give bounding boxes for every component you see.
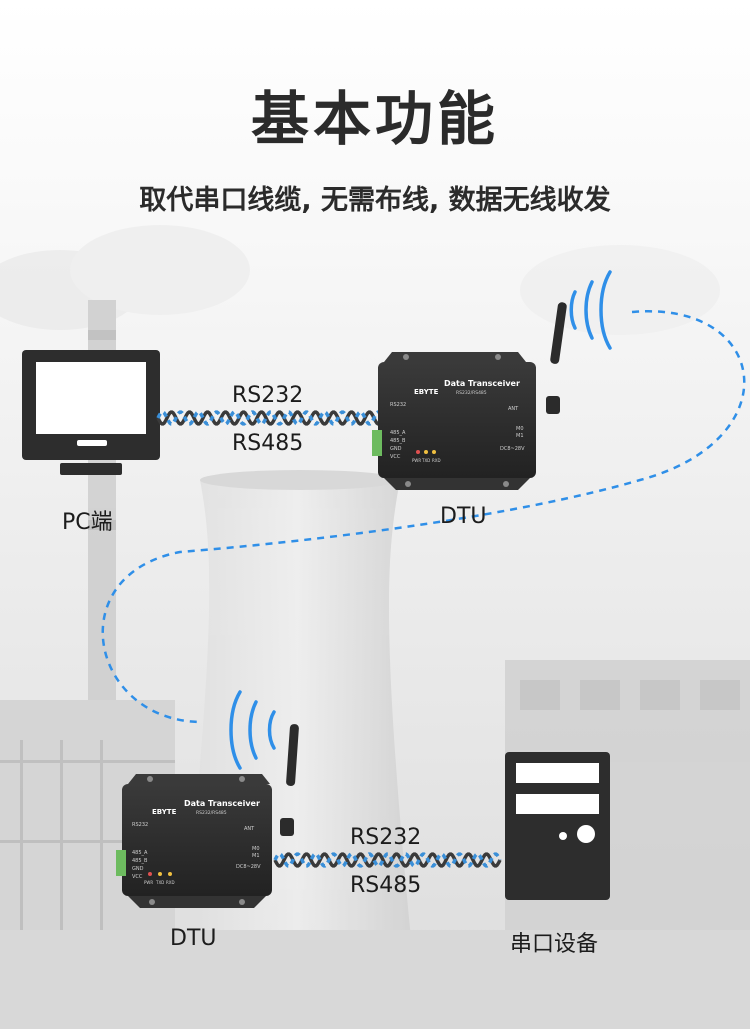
dtu-device-top: EBYTE Data Transceiver RS232/RS485 RS232… — [372, 302, 567, 490]
pc-monitor-icon — [22, 350, 160, 475]
dtu-port-485a: 485_A — [390, 430, 406, 436]
link-top-rs232-label: RS232 — [232, 383, 304, 408]
signal-waves-top-icon — [569, 270, 612, 350]
twisted-cable-top — [156, 410, 382, 426]
dtu-brand: EBYTE — [414, 388, 439, 396]
dtu-port-ant: ANT — [508, 406, 519, 412]
dtu-port-vcc: VCC — [390, 454, 401, 460]
dtu-port-485b: 485_B — [390, 438, 406, 444]
dtu-led-rxd: RXD — [432, 458, 441, 463]
dtu-port-485b: 485_B — [132, 858, 148, 864]
dtu-top-label: DTU — [440, 504, 487, 529]
link-bottom-rs485-label: RS485 — [350, 873, 422, 898]
dtu-led-txd: TXD — [155, 880, 164, 885]
signal-waves-bottom-icon — [229, 690, 276, 770]
dtu-submodel: RS232/RS485 — [196, 810, 227, 816]
page-title: 基本功能 — [250, 85, 499, 153]
serial-device-label: 串口设备 — [510, 932, 599, 957]
dtu-port-m0: M0 — [252, 846, 260, 852]
dtu-led-pwr: PWR — [144, 880, 153, 885]
dtu-led-txd: TXD — [421, 458, 430, 463]
link-top-rs485-label: RS485 — [232, 431, 304, 456]
dtu-led-pwr: PWR — [412, 458, 421, 463]
dtu-model: Data Transceiver — [444, 379, 520, 388]
page-subtitle: 取代串口线缆, 无需布线, 数据无线收发 — [139, 185, 611, 216]
dtu-port-ant: ANT — [244, 826, 255, 832]
wireless-link — [101, 310, 746, 724]
dtu-port-m1: M1 — [516, 433, 524, 439]
dtu-bottom-label: DTU — [170, 926, 217, 951]
serial-device-icon — [505, 752, 610, 900]
dtu-port-485a: 485_A — [132, 850, 148, 856]
dtu-submodel: RS232/RS485 — [456, 390, 487, 396]
twisted-cable-bottom — [273, 852, 502, 868]
dtu-port-rs232: RS232 — [132, 822, 148, 828]
dtu-port-gnd: GND — [390, 446, 402, 452]
dtu-port-m1: M1 — [252, 853, 260, 859]
dtu-power: DC8~28V — [500, 446, 525, 452]
dtu-led-rxd: RXD — [166, 880, 175, 885]
dtu-device-bottom: EBYTE Data Transceiver RS232/RS485 RS232… — [116, 724, 299, 908]
dtu-model: Data Transceiver — [184, 799, 260, 808]
pc-label: PC端 — [62, 510, 113, 535]
dtu-port-m0: M0 — [516, 426, 524, 432]
dtu-brand: EBYTE — [152, 808, 177, 816]
dtu-power: DC8~28V — [236, 864, 261, 870]
link-bottom-rs232-label: RS232 — [350, 825, 422, 850]
dtu-port-vcc: VCC — [132, 874, 143, 880]
dtu-port-gnd: GND — [132, 866, 144, 872]
dtu-port-rs232: RS232 — [390, 402, 406, 408]
